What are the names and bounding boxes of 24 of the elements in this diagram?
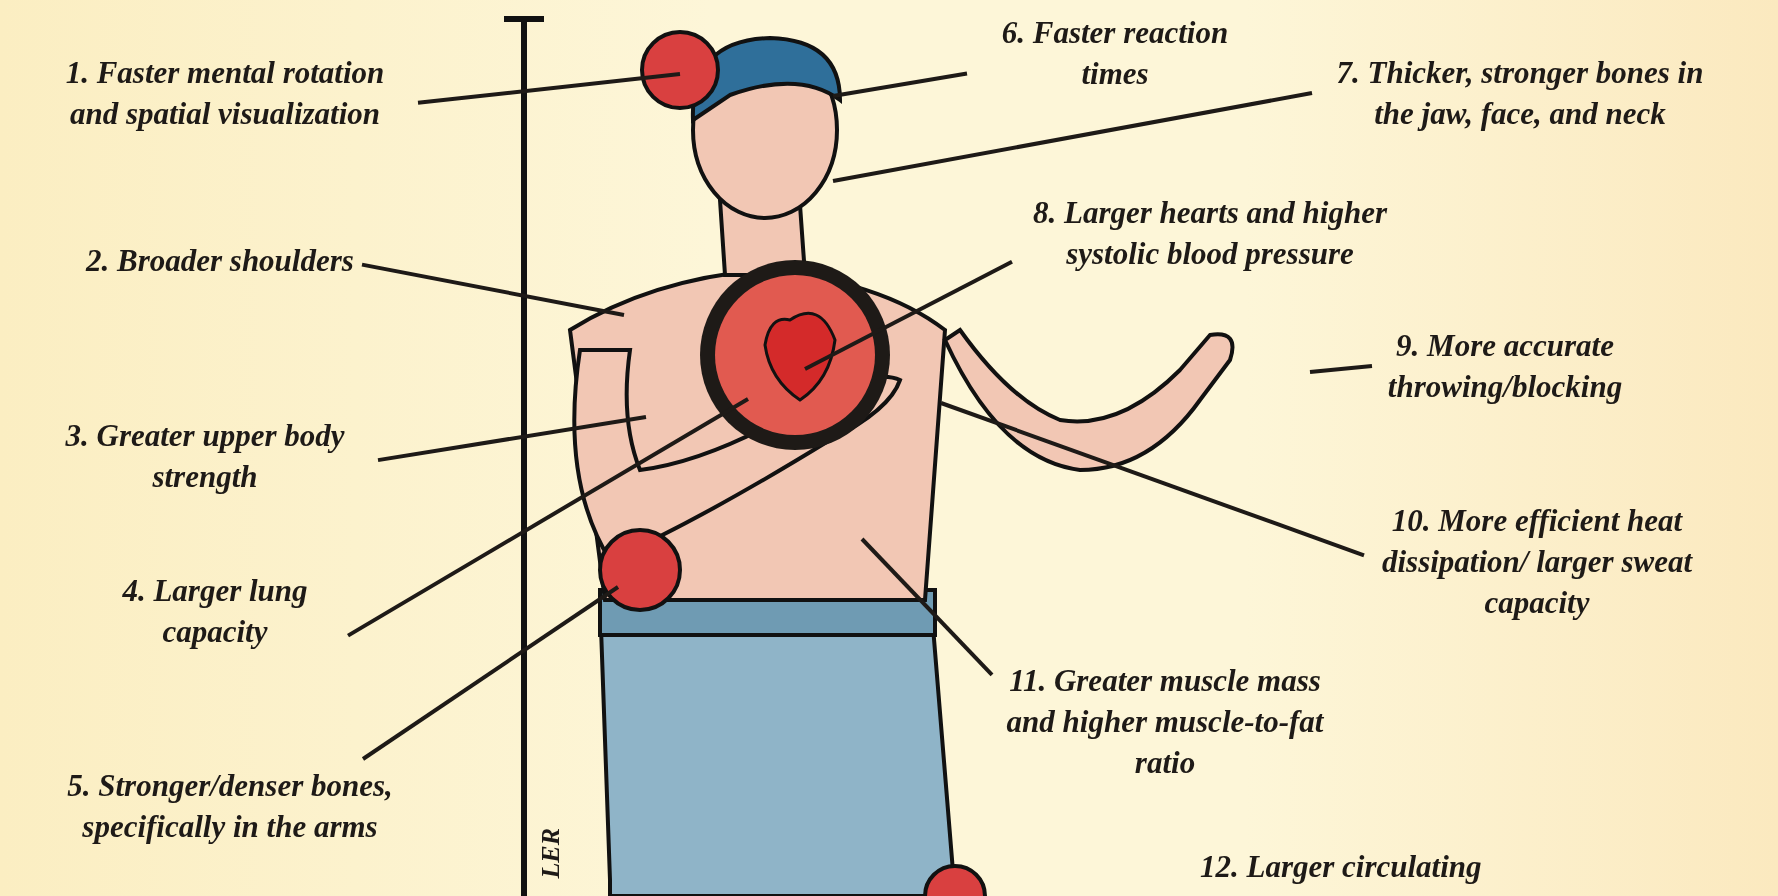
callout-text: 6. Faster reaction times <box>975 12 1255 94</box>
leader-line <box>1309 364 1373 374</box>
callout-text: 5. Stronger/denser bones, specifically in the arms <box>40 765 420 847</box>
callout-text: 11. Greater muscle mass and higher muscle-to-fat ratio <box>1000 660 1330 783</box>
leader-line <box>361 585 620 761</box>
leader-line <box>832 71 968 98</box>
leader-line <box>860 537 994 677</box>
callout-text: 2. Broader shoulders <box>86 240 354 281</box>
callout-text: 7. Thicker, stronger bones in the jaw, face, and neck <box>1320 52 1720 134</box>
callout-text: 4. Larger lung capacity <box>90 570 340 652</box>
callout-text: 9. More accurate throwing/blocking <box>1380 325 1630 407</box>
callout-text: 12. Larger circulating <box>1200 848 1482 886</box>
leader-line <box>417 72 681 105</box>
leader-line <box>377 415 647 463</box>
leader-line <box>804 259 1013 371</box>
callout-text: 1. Faster mental rotation and spatial visualization <box>40 52 410 134</box>
scale-label: LER <box>535 828 566 879</box>
callout-text: 8. Larger hearts and higher systolic blood pressure <box>1020 192 1400 274</box>
leader-line <box>361 262 625 317</box>
leader-line <box>832 91 1313 183</box>
callout-text: 10. More efficient heat dissipation/ larger sweat capacity <box>1372 500 1702 623</box>
leader-line <box>347 397 749 638</box>
callout-text: 3. Greater upper body strength <box>40 415 370 497</box>
leader-line <box>940 401 1365 558</box>
